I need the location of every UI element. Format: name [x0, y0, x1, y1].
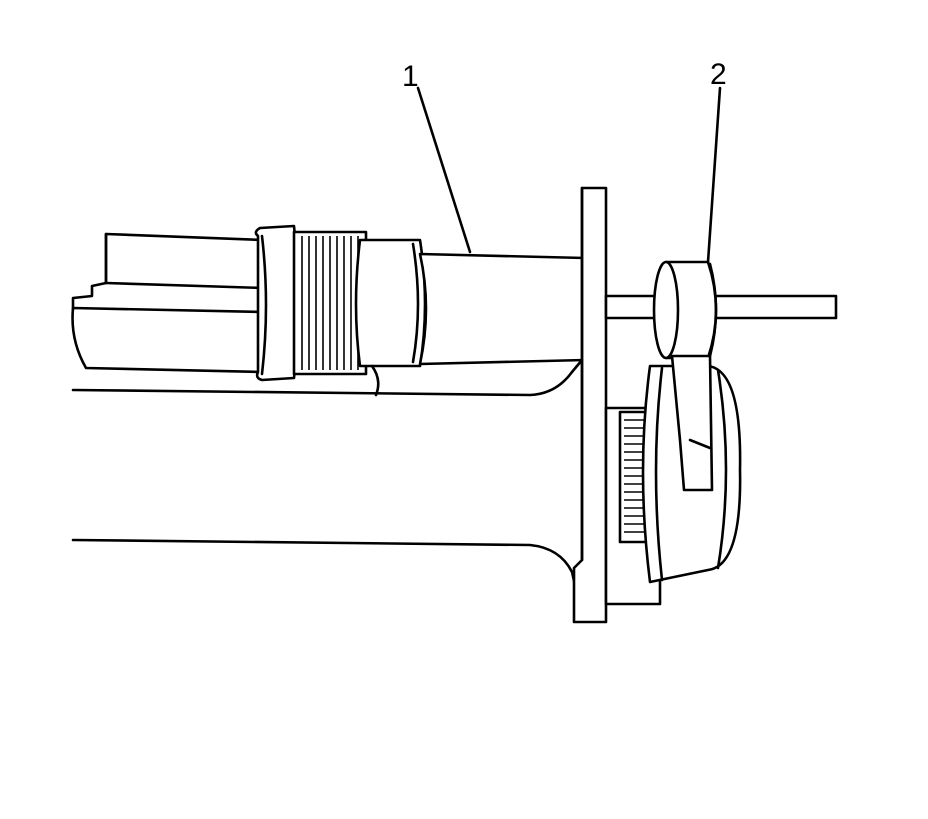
spline-teeth	[301, 236, 359, 370]
mounting-plate	[572, 186, 608, 624]
shaft-assembly	[71, 224, 587, 397]
leader-line-2	[706, 86, 722, 264]
rear-gear	[604, 364, 742, 606]
housing-body	[71, 358, 584, 592]
callout-label-2: 2	[710, 58, 727, 91]
callout-2: 2	[706, 58, 727, 264]
callout-label-1: 1	[402, 60, 419, 93]
callout-1: 1	[402, 60, 472, 254]
puller-tool	[604, 260, 838, 492]
leader-line-1	[416, 86, 472, 254]
